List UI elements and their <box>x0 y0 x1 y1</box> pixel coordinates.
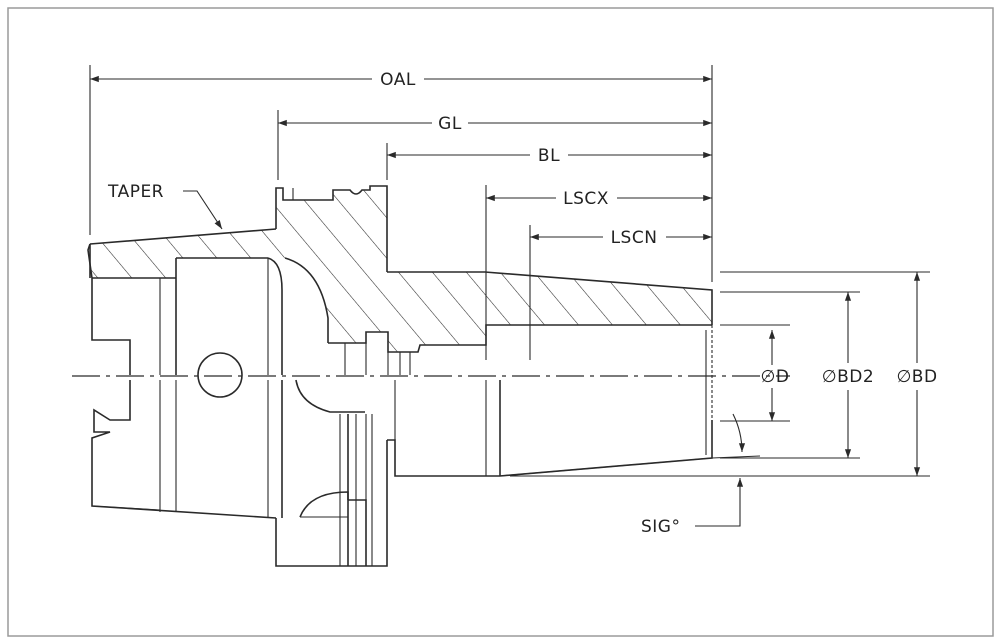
oal-dimension: OAL <box>89 65 713 282</box>
taper-label: TAPER <box>107 182 164 202</box>
bl-label: BL <box>538 146 560 166</box>
taper-callout: TAPER <box>107 182 223 230</box>
sig-callout: SIG° <box>641 413 761 537</box>
bl-dimension: BL <box>386 143 712 180</box>
gl-label: GL <box>438 114 462 134</box>
lscx-label: LSCX <box>563 189 609 209</box>
lscx-dimension: LSCX <box>485 185 712 360</box>
drawing-border <box>7 7 994 637</box>
oal-label: OAL <box>380 70 416 90</box>
bd2-dimension: ∅BD2 <box>720 291 874 459</box>
bd2-label: ∅BD2 <box>822 367 874 387</box>
holder-body <box>87 185 713 567</box>
section-hatch <box>90 186 712 352</box>
lscn-label: LSCN <box>611 228 658 248</box>
sig-label: SIG° <box>641 517 680 537</box>
bd-dimension: ∅BD <box>510 271 937 477</box>
bd-label: ∅BD <box>896 367 937 387</box>
d-dimension: ∅D <box>720 324 790 422</box>
gl-dimension: GL <box>277 110 712 180</box>
d-label: ∅D <box>761 367 790 387</box>
